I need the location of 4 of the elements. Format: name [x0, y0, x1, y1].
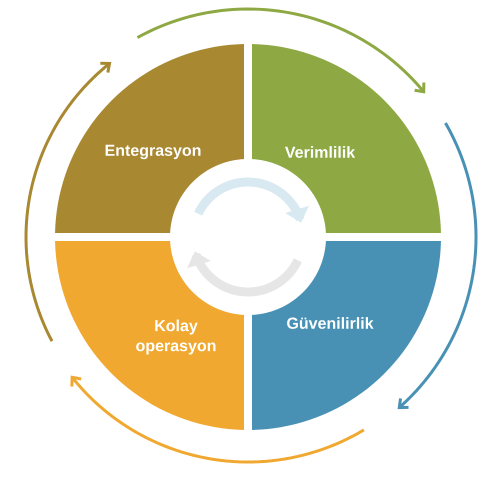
quadrant-sector: Verimlilik	[252, 44, 441, 233]
quadrant-sector: Kolay operasyon	[55, 241, 244, 430]
quadrant-sector: Güvenilirlik	[252, 241, 441, 430]
quadrant-sector: Entegrasyon	[55, 44, 244, 233]
